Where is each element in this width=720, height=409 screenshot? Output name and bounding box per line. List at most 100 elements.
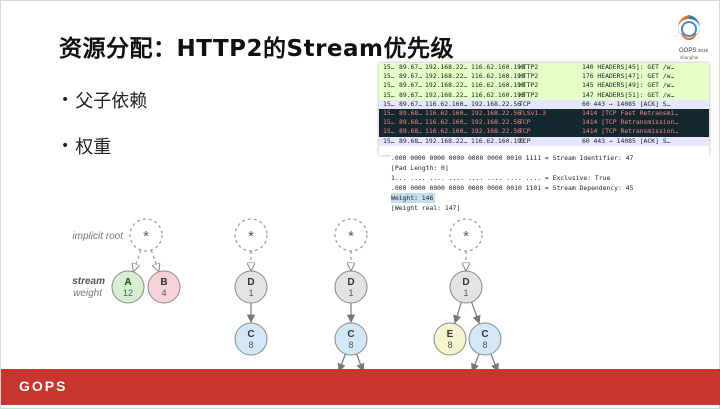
packet-src-cell: 192.168.22… [425, 136, 468, 145]
bullet-text: 父子依赖 [75, 91, 148, 112]
logo-city: shanghai [680, 55, 698, 60]
packet-dst-cell: 192.168.22.56 [471, 99, 522, 108]
packet-time-cell: 89.67… [399, 63, 423, 71]
packet-info-cell: 176 HEADERS[47]: GET /w… [582, 72, 675, 81]
stream-node-label: D [247, 277, 254, 288]
stream-node-weight: 8 [348, 340, 353, 350]
detail-text: .000 0000 0000 0000 0000 0000 0010 1111 … [391, 154, 634, 162]
stream-node-weight: 1 [348, 288, 353, 298]
root-node [129, 218, 163, 252]
stream-node-b [147, 270, 181, 304]
packet-src-cell: 192.168.22… [425, 72, 468, 81]
packet-info-cell: 60 443 → 14085 [ACK] S… [582, 136, 671, 145]
stream-node-weight: 8 [248, 340, 253, 350]
detail-line[interactable]: [Weight real: 147] [391, 203, 709, 213]
packet-proto-cell: HTTP2 [519, 90, 539, 99]
packet-info-cell: 60 443 → 14085 [ACK] S… [582, 99, 671, 108]
packet-time-cell: 89.67… [399, 99, 423, 108]
root-node [334, 218, 368, 252]
packet-src-cell: 192.168.22… [425, 81, 468, 90]
packet-dst-cell: 116.62.160.193 [471, 72, 525, 81]
packet-proto-cell: TCP [519, 136, 531, 145]
packet-no-cell: 15… [383, 81, 395, 90]
packet-dst-cell: 116.62.160.193 [471, 136, 525, 145]
stream-node-c [468, 322, 502, 356]
detail-line[interactable]: .000 0000 0000 0000 0000 0000 0010 1111 … [391, 153, 709, 163]
stream-node-label: A [124, 277, 131, 288]
detail-line[interactable]: .000 0000 0000 0000 0000 0000 0010 1101 … [391, 183, 709, 193]
packet-time-cell: 89.68… [399, 136, 423, 145]
stream-node-weight: 12 [123, 288, 133, 298]
packet-src-cell: 192.168.22… [425, 90, 468, 99]
detail-line[interactable]: [Pad Length: 0] [391, 163, 709, 173]
detail-line[interactable]: 1... .... .... .... .... .... .... .... … [391, 173, 709, 183]
packet-no-cell: 15… [383, 118, 395, 127]
packet-no-cell: 15… [383, 63, 395, 71]
packet-info-cell: 145 HEADERS[49]: GET /w… [582, 81, 675, 90]
bullet-list: •父子依赖 •权重 [61, 87, 147, 179]
stream-node-weight: 1 [463, 288, 468, 298]
packet-proto-cell: HTTP2 [519, 63, 539, 71]
root-node-label: * [463, 228, 469, 245]
root-node-label: * [348, 228, 354, 245]
stream-node-label: C [481, 329, 488, 340]
packet-proto-cell: TLSv1.3 [519, 108, 546, 117]
root-node-label: * [248, 228, 254, 245]
stream-label: stream [72, 276, 105, 287]
stream-node-label: B [160, 277, 167, 288]
detail-text: [Pad Length: 0] [391, 164, 449, 172]
packet-time-cell: 89.67… [399, 81, 423, 90]
stream-node-d [334, 270, 368, 304]
packet-time-cell: 89.68… [399, 108, 423, 117]
detail-text: Weight: 146 [391, 193, 436, 203]
packet-time-cell: 89.67… [399, 72, 423, 81]
stream-node-e [433, 322, 467, 356]
stream-node-weight: 8 [447, 340, 452, 350]
packet-no-cell: 15… [383, 127, 395, 136]
dependency-edge [150, 249, 159, 272]
logo-year: 2019 [698, 48, 709, 53]
detail-text: 1... .... .... .... .... .... .... .... … [391, 174, 611, 182]
stream-node-label: D [462, 277, 469, 288]
bullet-text: 权重 [75, 137, 112, 158]
stream-node-label: C [347, 329, 354, 340]
packet-dst-cell: 192.168.22.56 [471, 127, 522, 136]
stream-node-weight: 1 [248, 288, 253, 298]
dependency-edge [470, 301, 481, 325]
packet-time-cell: 89.68… [399, 118, 423, 127]
packet-proto-cell: HTTP2 [519, 72, 539, 81]
stream-node-weight: 4 [161, 288, 166, 298]
footer-bar [1, 369, 720, 405]
packet-dst-cell: 116.62.160.193 [471, 63, 525, 71]
packet-proto-cell: TCP [519, 99, 531, 108]
packet-src-cell: 192.168.22… [425, 63, 468, 71]
packet-dst-cell: 116.62.160.193 [471, 90, 525, 99]
detail-line[interactable]: Weight: 146 [391, 193, 709, 203]
root-node [449, 218, 483, 252]
footer-text: GOPS [19, 378, 68, 394]
packet-src-cell: 116.62.160… [425, 99, 468, 108]
packet-time-cell: 89.67… [399, 90, 423, 99]
packet-proto-cell: TCP [519, 127, 531, 136]
weight-label: weight [73, 288, 103, 299]
stream-node-label: E [447, 329, 454, 340]
packet-no-cell: 15… [383, 72, 395, 81]
bullet-item: •权重 [61, 137, 112, 158]
packet-no-cell: 15… [383, 136, 395, 145]
packet-src-cell: 116.62.160… [425, 127, 468, 136]
dependency-edge [133, 249, 142, 272]
packet-info-cell: 140 HEADERS[45]: GET /w… [582, 63, 675, 71]
packet-info-cell: 1414 [TCP Retransmission… [582, 118, 679, 127]
